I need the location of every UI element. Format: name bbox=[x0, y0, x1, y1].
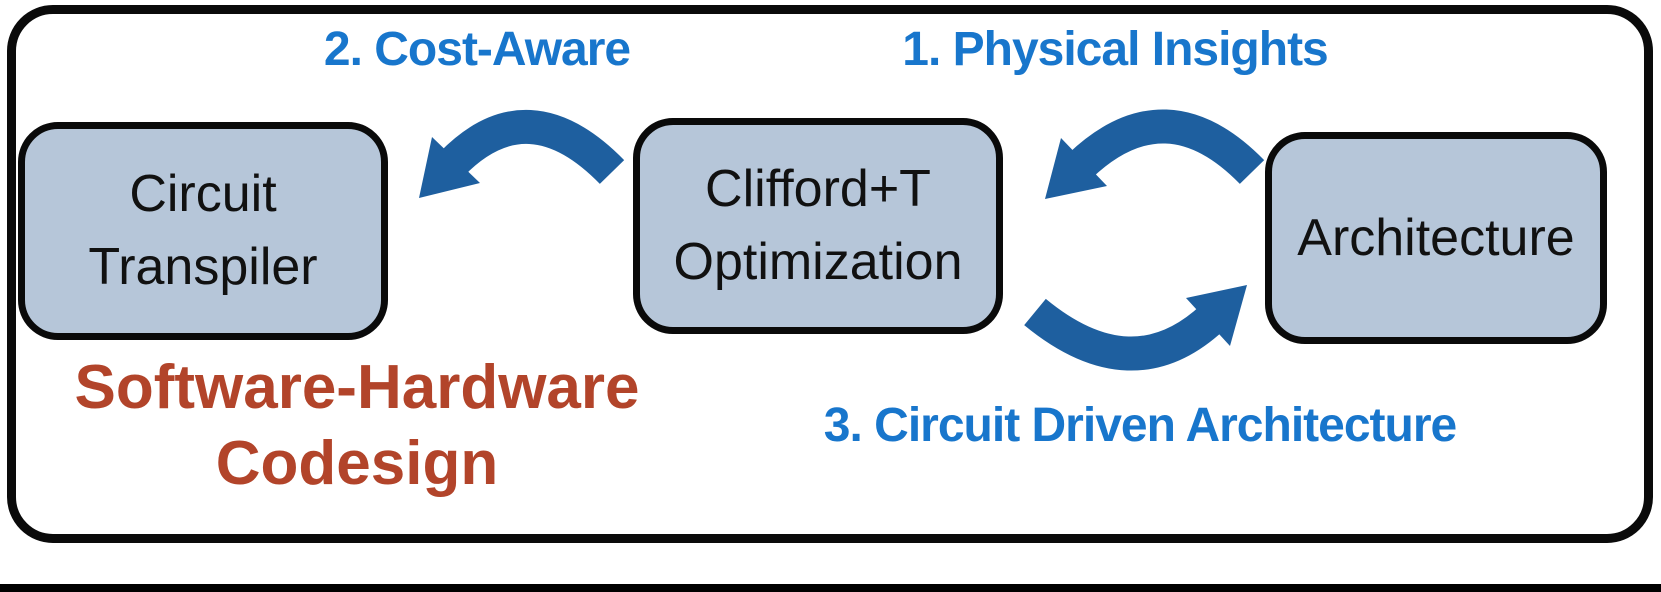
node-architecture-line1: Architecture bbox=[1297, 208, 1575, 267]
node-circuit-transpiler-line1: Circuit bbox=[129, 165, 277, 223]
node-circuit-transpiler-line2: Transpiler bbox=[88, 238, 318, 296]
physical-insights-arrow-icon bbox=[1045, 109, 1265, 199]
label-step3-circuit-driven-architecture: 3. Circuit Driven Architecture bbox=[823, 399, 1457, 452]
node-clifford-t-optimization: Clifford+T Optimization bbox=[633, 118, 1003, 334]
bottom-edge-bar bbox=[0, 584, 1661, 592]
label-step1-physical-insights: 1. Physical Insights bbox=[902, 23, 1328, 76]
node-clifford-t-line2: Optimization bbox=[673, 233, 963, 291]
node-architecture: Architecture bbox=[1265, 132, 1607, 344]
node-circuit-transpiler: Circuit Transpiler bbox=[18, 122, 388, 340]
circuit-driven-arrow-icon bbox=[1024, 285, 1247, 371]
codesign-title-line2: Codesign bbox=[215, 429, 499, 498]
node-clifford-t-line1: Clifford+T bbox=[705, 160, 931, 218]
codesign-title-line1: Software-Hardware bbox=[74, 353, 640, 422]
label-step2-cost-aware: 2. Cost-Aware bbox=[323, 23, 631, 76]
cost-aware-arrow-icon bbox=[419, 109, 625, 198]
software-hardware-codesign-title: Software-Hardware Codesign bbox=[74, 350, 639, 502]
